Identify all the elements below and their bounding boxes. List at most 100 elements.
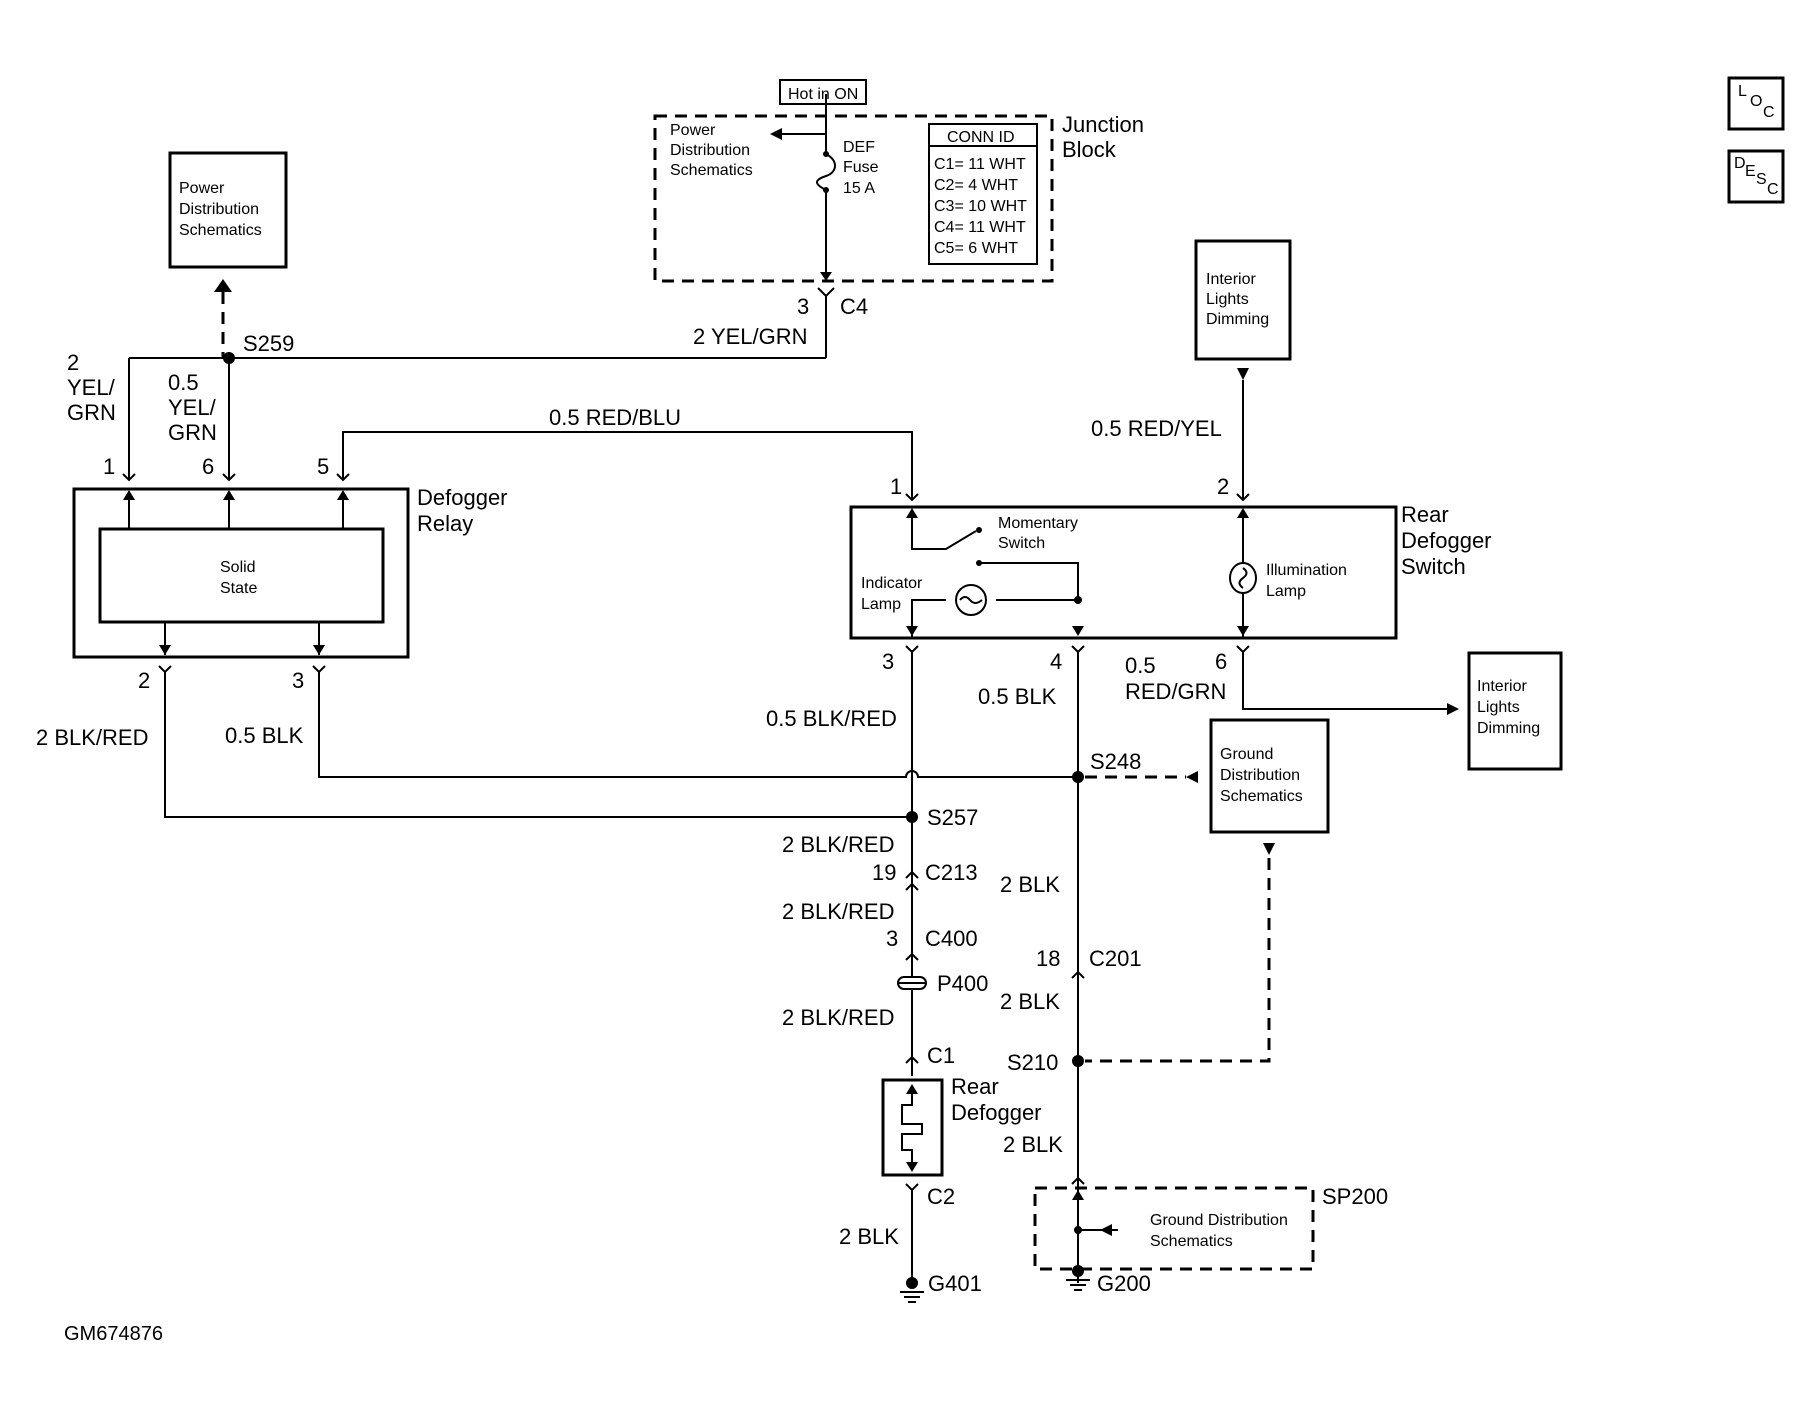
arrow-down-icon — [906, 626, 918, 636]
c1-label: C1 — [927, 1043, 955, 1068]
arrow-down-icon — [906, 1162, 918, 1172]
arrow-right-icon — [1447, 703, 1459, 715]
ground-dist-1: Ground — [1220, 746, 1273, 763]
relay-w6-1: 0.5 — [168, 370, 199, 395]
c201-connector-icon — [1071, 970, 1085, 979]
momentary-1: Momentary — [998, 515, 1078, 532]
sp200-connector-icon — [1071, 1176, 1085, 1185]
pin-connector-icon — [122, 473, 350, 482]
lb-wd: 2 BLK — [839, 1224, 899, 1249]
arrow-up-icon — [906, 1084, 918, 1094]
fuse-bottom-dot — [823, 187, 829, 193]
s259-label: S259 — [243, 331, 294, 356]
g401-ground-dot — [906, 1277, 918, 1289]
arrow-down-icon — [1237, 368, 1249, 380]
relay-pin2: 2 — [138, 668, 150, 693]
s248-label: S248 — [1090, 749, 1141, 774]
power-dist-line-2: Distribution — [179, 201, 259, 218]
loc-button[interactable] — [1727, 76, 1785, 131]
solid-state-box — [98, 527, 385, 624]
relay-w6-3: GRN — [168, 420, 217, 445]
loc-l: L — [1738, 83, 1747, 100]
s210-label: S210 — [1007, 1050, 1058, 1075]
jb-power-dist-1: Power — [670, 122, 716, 139]
c2-label: C2 — [927, 1184, 955, 1209]
ground-dist-2: Distribution — [1220, 767, 1300, 784]
interior-lights-box-right — [1467, 651, 1563, 771]
indicator-1: Indicator — [861, 575, 923, 592]
switch-contact-dot — [976, 560, 982, 566]
lamp-filament-icon — [959, 596, 983, 604]
arrow-down-icon — [1237, 626, 1249, 636]
hot-in-on-label: Hot in ON — [788, 86, 858, 103]
c201-name: C201 — [1089, 946, 1142, 971]
relay-w6-2: YEL/ — [168, 395, 217, 420]
switch-name-3: Switch — [1401, 554, 1466, 579]
power-dist-line-1: Power — [179, 180, 225, 197]
arrow-up-icon — [906, 508, 918, 518]
c201-pin: 18 — [1036, 946, 1060, 971]
g200-label: G200 — [1097, 1271, 1151, 1296]
relay-pin5: 5 — [317, 454, 329, 479]
defogger-1: Rear — [951, 1074, 999, 1099]
gm-id: GM674876 — [64, 1323, 163, 1345]
desc-c: C — [1767, 181, 1779, 198]
interior-right-3: Dimming — [1477, 720, 1540, 737]
switch-name-2: Defogger — [1401, 528, 1492, 553]
fuse-label-2: Fuse — [843, 159, 879, 176]
relay-pin3-wire — [318, 672, 1078, 778]
loc-c: C — [1763, 104, 1775, 121]
pin-connector-icon — [905, 645, 1250, 654]
desc-button[interactable] — [1727, 149, 1785, 204]
momentary-switch-icon — [911, 518, 1079, 600]
rb-wa: 2 BLK — [1000, 872, 1060, 897]
s210-dash — [1085, 858, 1271, 1063]
junction-block-outline — [653, 114, 1054, 283]
conn-id-row: C3= 10 WHT — [934, 198, 1027, 215]
conn-id-row: C1= 11 WHT — [934, 156, 1026, 173]
arrow-up-icon — [337, 490, 349, 500]
c213-connector-icon — [905, 870, 919, 891]
conn-id-table — [928, 123, 1038, 265]
c4-name: C4 — [840, 294, 868, 319]
illumination-1: Illumination — [1266, 562, 1347, 579]
desc-d: D — [1734, 155, 1746, 172]
switch-pin3: 3 — [882, 649, 894, 674]
ground-icon — [900, 1291, 924, 1303]
sp200-label: SP200 — [1322, 1184, 1388, 1209]
c213-name: C213 — [925, 860, 978, 885]
switch-w3: 0.5 BLK/RED — [766, 706, 897, 731]
relay-w1-2: YEL/ — [67, 375, 116, 400]
s210-splice — [1072, 1055, 1084, 1067]
relay-pin2-wire — [164, 672, 912, 818]
interior-top-3: Dimming — [1206, 311, 1269, 328]
fuse-label-3: 15 A — [843, 180, 875, 197]
switch-contact-dot — [976, 527, 982, 533]
arrow-down-icon — [159, 645, 171, 655]
conn-id-row: C2= 4 WHT — [934, 177, 1018, 194]
switch-pin4: 4 — [1050, 649, 1062, 674]
p400-label: P400 — [937, 971, 988, 996]
arrow-up-icon — [1237, 508, 1249, 518]
interior-right-1: Interior — [1477, 678, 1527, 695]
desc-s: S — [1756, 171, 1767, 188]
interior-right-2: Lights — [1477, 699, 1520, 716]
g401-label: G401 — [928, 1271, 982, 1296]
junction-block-label-1: Junction — [1062, 112, 1144, 137]
arrow-up-icon — [1072, 1190, 1084, 1200]
c213-pin: 19 — [872, 860, 896, 885]
arrow-down-icon — [1263, 843, 1275, 855]
conn-id-row: C4= 11 WHT — [934, 219, 1026, 236]
interior-top-1: Interior — [1206, 271, 1256, 288]
interior-lights-box-top — [1194, 239, 1292, 361]
switch-w4: 0.5 BLK — [978, 684, 1057, 709]
relay-pin1: 1 — [103, 454, 115, 479]
power-dist-box — [168, 151, 288, 269]
relay-w3: 0.5 BLK — [225, 723, 304, 748]
relay-internal-arrows — [128, 493, 344, 655]
c1-connector-icon — [905, 1055, 919, 1064]
power-dist-arrowhead — [214, 279, 232, 292]
ground-dist-box — [1209, 718, 1330, 834]
power-dist-line-3: Schematics — [179, 222, 262, 239]
junction-dot — [1074, 596, 1082, 604]
